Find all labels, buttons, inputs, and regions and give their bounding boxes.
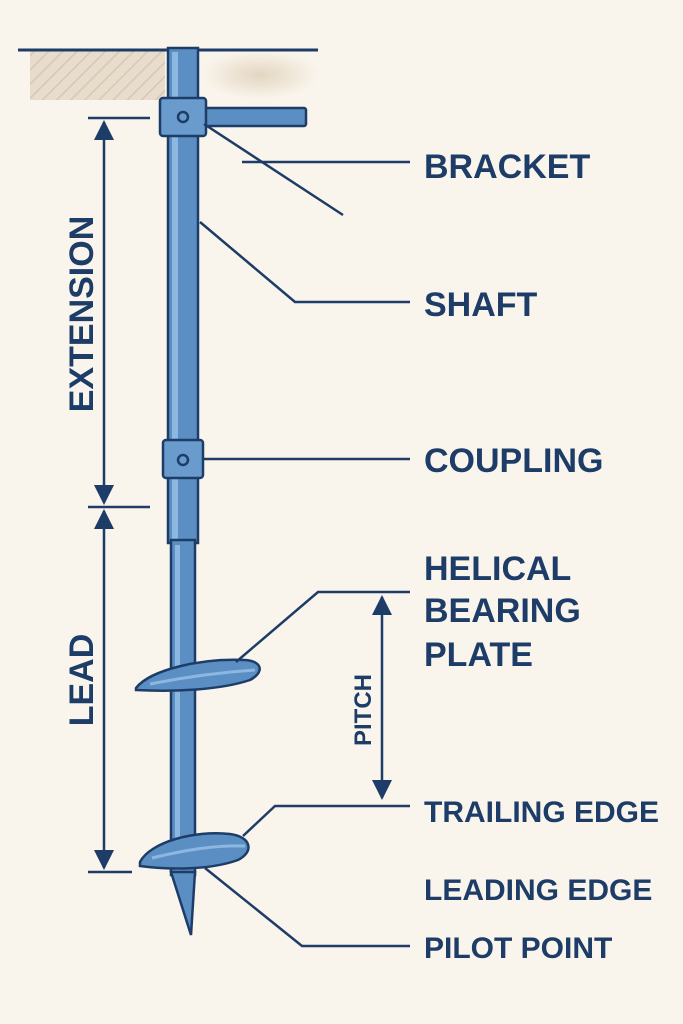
helix-upper [134, 658, 261, 692]
pilot-point [169, 870, 197, 936]
dim-extension [88, 116, 150, 509]
label-helical-2: BEARING [424, 592, 581, 630]
bracket-bolt [176, 110, 190, 124]
label-trailing-edge: TRAILING EDGE [424, 796, 659, 829]
shaft-lead-highlight [175, 545, 180, 870]
leader-lines [199, 122, 410, 948]
helix-upper-edge [149, 668, 256, 686]
bracket-arm [198, 106, 308, 128]
label-bracket: BRACKET [424, 148, 590, 186]
label-pilot-point: PILOT POINT [424, 932, 612, 965]
label-helical-1: HELICAL [424, 550, 571, 588]
ground-hatch [30, 50, 165, 100]
leader-bracket-diag [203, 122, 344, 217]
leader-trailing [242, 804, 410, 837]
coupling-sleeve [161, 438, 205, 480]
ground-stipple [200, 50, 320, 100]
coupling [161, 438, 205, 480]
label-leading-edge: LEADING EDGE [424, 874, 652, 907]
bracket [158, 96, 308, 138]
shaft-lead [169, 538, 197, 877]
shaft-upper-highlight [172, 52, 178, 540]
label-helical-3: PLATE [424, 636, 533, 674]
label-lead: LEAD [63, 634, 101, 727]
ground [18, 48, 320, 100]
bracket-collar [158, 96, 208, 138]
label-pitch: PITCH [350, 674, 377, 746]
dim-lead [88, 509, 132, 874]
label-shaft: SHAFT [424, 286, 538, 324]
coupling-bolt [176, 453, 190, 467]
part-labels: BRACKET SHAFT COUPLING HELICAL BEARING P… [424, 148, 659, 965]
leader-helical [235, 590, 410, 663]
leader-pilot [204, 867, 410, 948]
helix-lower-edge [151, 844, 246, 860]
label-extension: EXTENSION [63, 216, 101, 412]
leader-shaft [199, 221, 410, 304]
helix-lower [138, 832, 250, 870]
label-coupling: COUPLING [424, 442, 603, 480]
